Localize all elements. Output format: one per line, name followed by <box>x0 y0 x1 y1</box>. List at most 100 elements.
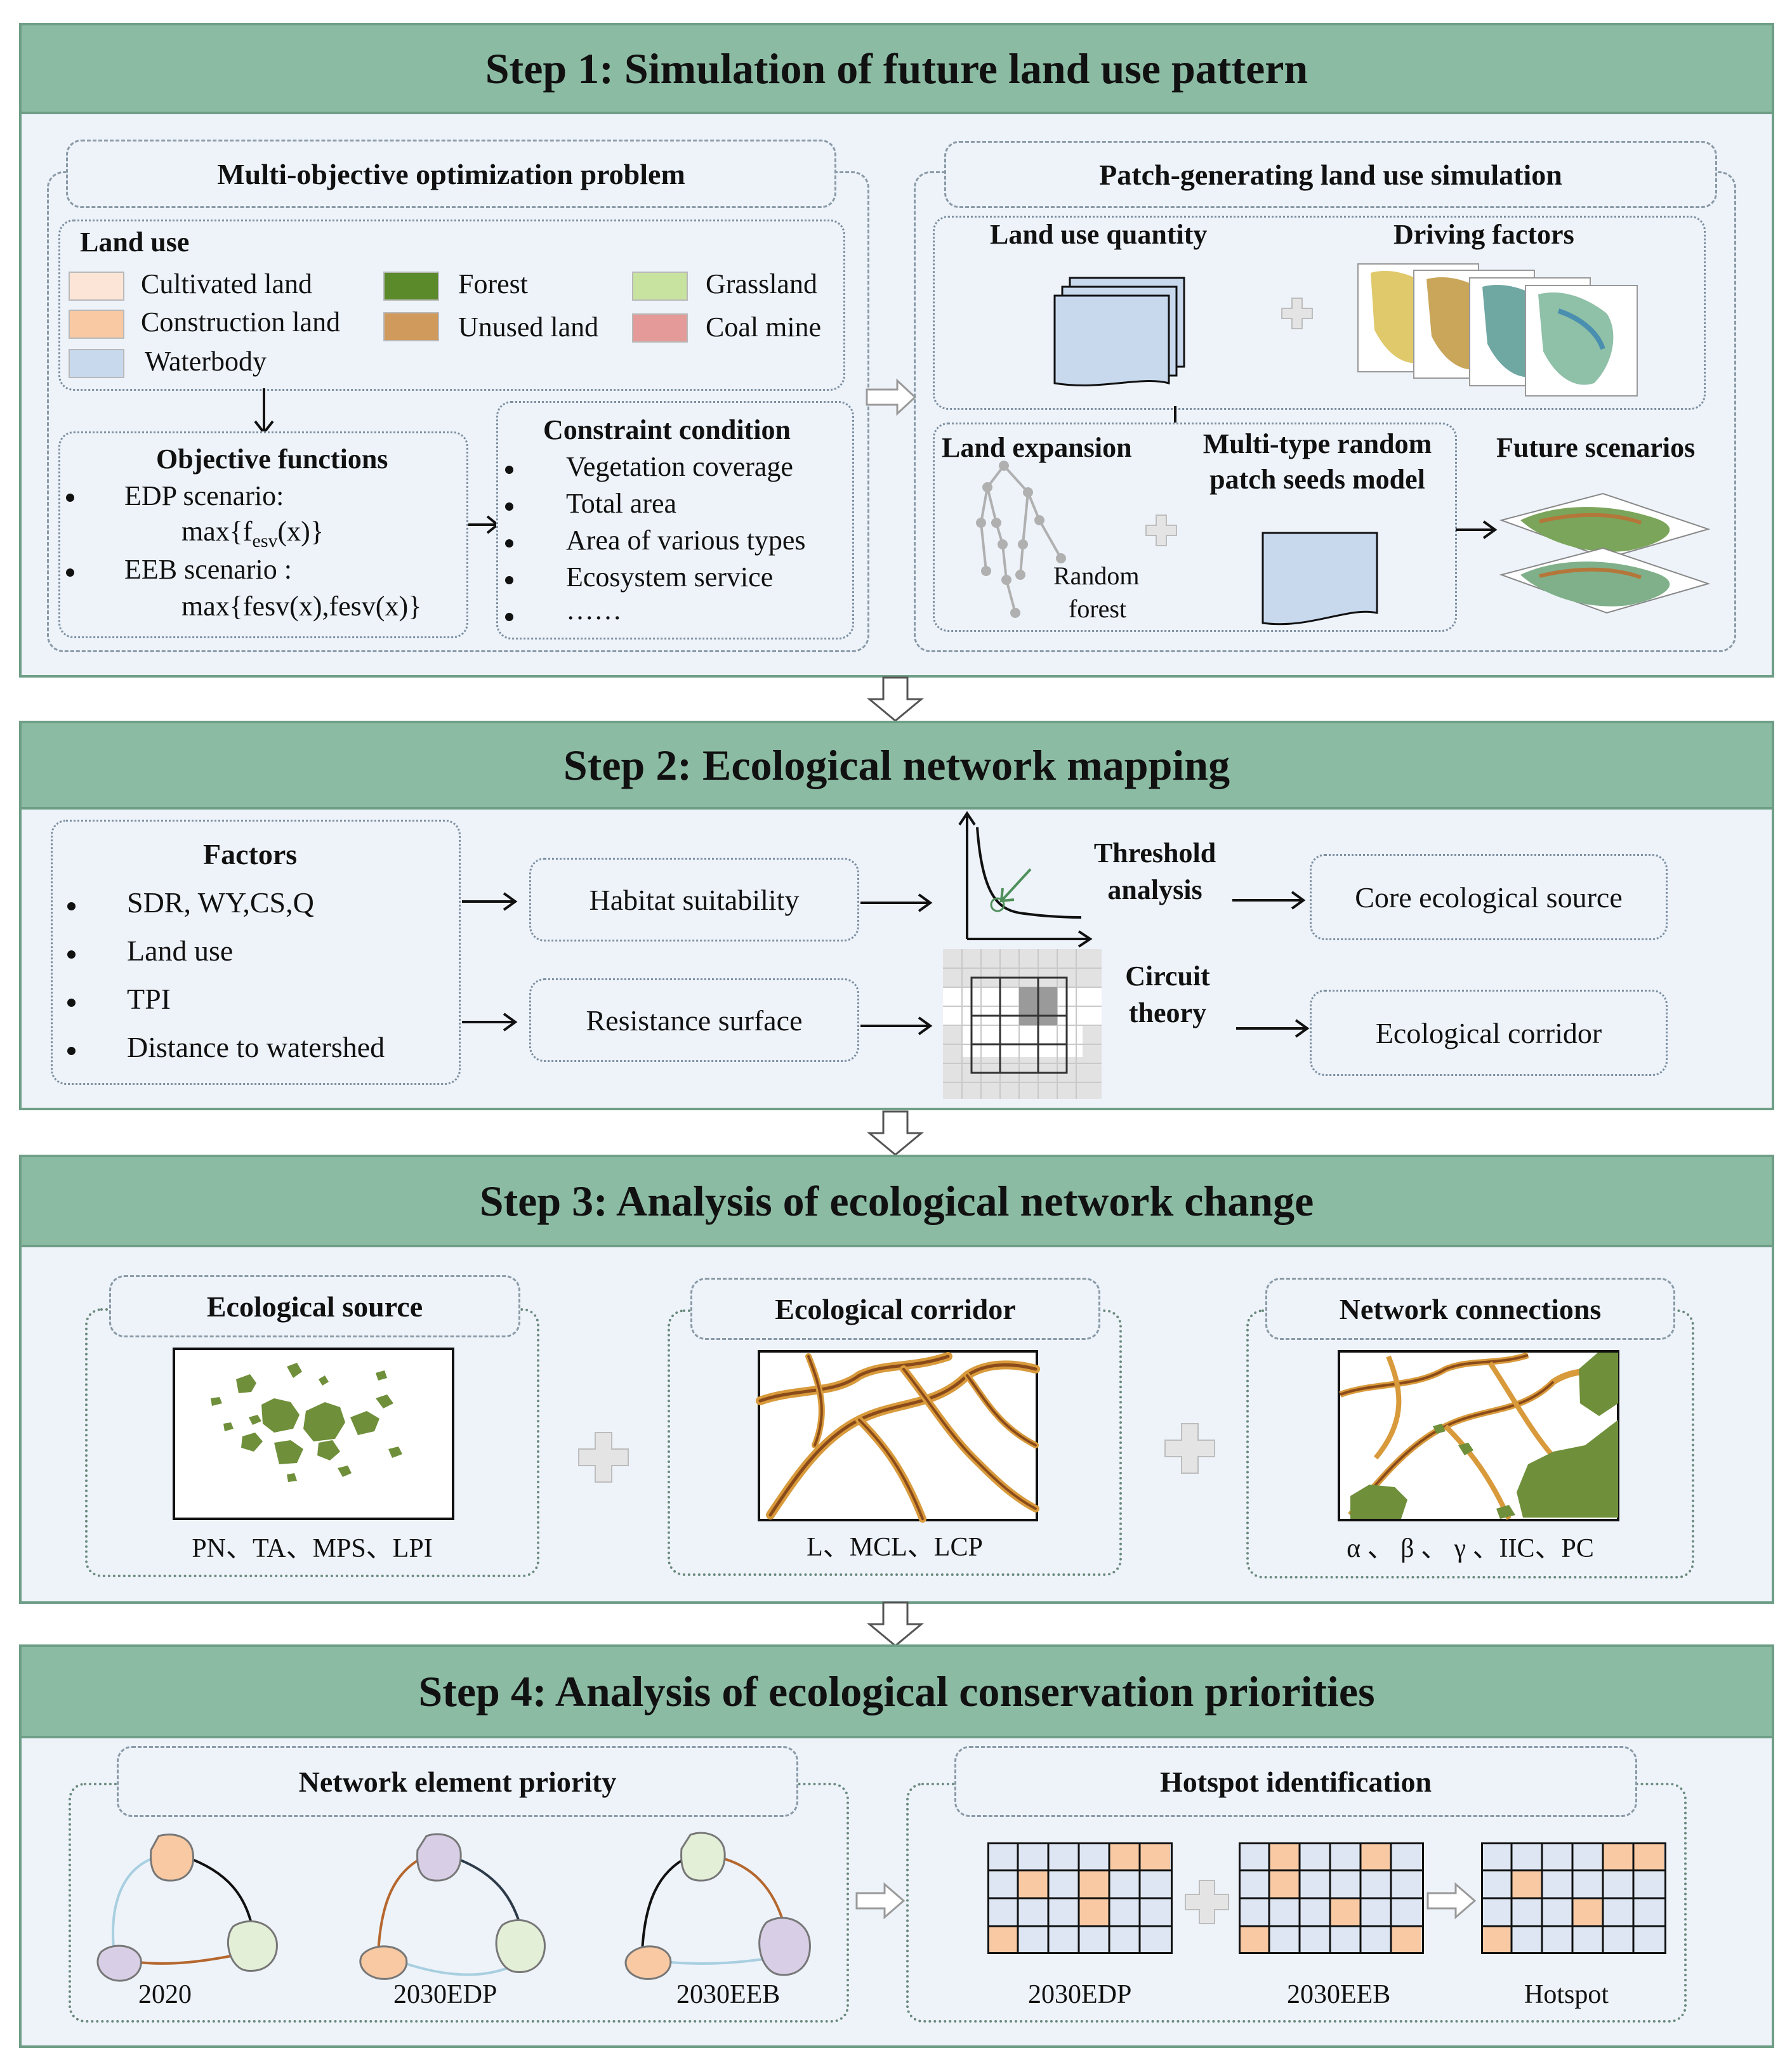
grid-2030eeb <box>1239 1842 1424 1954</box>
arrow-right-icon <box>1236 1019 1310 1038</box>
corridor-box: Ecological corridor <box>1310 990 1668 1076</box>
expansion-label: Land expansion <box>942 432 1132 463</box>
threshold-label-line: Threshold <box>1093 837 1216 869</box>
factor-item: SDR, WY,CS,Q <box>127 886 314 919</box>
priority-graph-2030edp <box>359 1833 546 1980</box>
document-icon <box>1262 532 1378 626</box>
objective-title: Objective functions <box>156 443 388 475</box>
corridor-title: Ecological corridor <box>690 1278 1100 1340</box>
plus-icon <box>1145 515 1177 546</box>
constraint-item: Total area <box>566 488 677 519</box>
arrow-right-icon <box>1232 891 1306 910</box>
threshold-curve-icon <box>958 811 1093 948</box>
bullet <box>505 502 513 511</box>
bullet <box>67 1047 76 1055</box>
source-title: Ecological source <box>109 1275 520 1337</box>
swatch-coal-mine <box>632 313 688 343</box>
arrow-right-icon <box>860 1016 933 1035</box>
edp-formula-sub: esv <box>252 530 278 551</box>
plus-icon <box>578 1432 629 1483</box>
legend-construction: Construction land <box>141 306 341 338</box>
graph-label: 2020 <box>138 1980 192 2009</box>
legend-unused: Unused land <box>458 312 599 343</box>
priority-graph-2020 <box>96 1834 278 1982</box>
seeds-label-line: patch seeds model <box>1209 464 1425 495</box>
circuit-label-line: theory <box>1128 997 1207 1028</box>
element-title: Network element priority <box>117 1746 798 1817</box>
plus-icon <box>1185 1880 1229 1924</box>
factor-item: TPI <box>127 983 171 1015</box>
resistance-box: Resistance surface <box>529 978 859 1062</box>
mop-title: Multi-objective optimization problem <box>66 140 836 208</box>
bullet <box>505 539 513 548</box>
factor-item: Land use <box>127 935 234 967</box>
eeb-label: EEB scenario : <box>124 554 292 585</box>
seeds-label-line: Multi-type random <box>1202 428 1432 459</box>
habitat-box: Habitat suitability <box>529 858 859 941</box>
legend-coal-mine: Coal mine <box>706 312 822 343</box>
document-stack-icon <box>1053 277 1185 386</box>
network-metrics: α 、 β 、 γ 、IIC、PC <box>1347 1534 1594 1563</box>
legend-waterbody: Waterbody <box>145 346 267 377</box>
core-source-box: Core ecological source <box>1310 854 1668 940</box>
grid-2030edp <box>987 1842 1173 1954</box>
edp-label: EDP scenario: <box>124 480 284 511</box>
bullet <box>66 494 74 502</box>
edp-formula: max{fesv(x)} <box>181 515 324 552</box>
factor-item: Distance to watershed <box>127 1031 385 1063</box>
land-use-title: Land use <box>80 226 190 258</box>
swatch-grassland <box>632 272 688 301</box>
random-forest-label: Random <box>1053 561 1140 590</box>
constraint-item: Ecosystem service <box>566 561 774 593</box>
threshold-label-line: analysis <box>1107 874 1202 905</box>
bullet <box>505 576 513 584</box>
eeb-formula: max{fesv(x),fesv(x)} <box>181 591 422 622</box>
arrow-right-icon <box>462 892 518 911</box>
hotspot-title: Hotspot identification <box>954 1746 1637 1817</box>
arrow-right-icon <box>860 893 933 912</box>
constraint-item: Vegetation coverage <box>566 451 793 482</box>
step1-title: Step 1: Simulation of future land use pa… <box>22 25 1772 114</box>
random-forest-label: forest <box>1069 594 1127 623</box>
plus-icon <box>1164 1423 1215 1474</box>
threshold-label: Threshold analysis <box>1079 835 1231 909</box>
bullet <box>67 950 76 959</box>
circuit-label: Circuit theory <box>1091 958 1244 1032</box>
plus-icon <box>1281 298 1313 329</box>
bullet <box>505 466 513 474</box>
constraint-item: …… <box>566 594 622 626</box>
driving-label: Driving factors <box>1393 219 1574 250</box>
grid-label: 2030EEB <box>1287 1980 1391 2009</box>
factors-title: Factors <box>203 838 298 870</box>
hollow-arrow-right-icon <box>866 378 917 416</box>
hollow-arrow-right-icon <box>855 1882 906 1920</box>
edp-formula-pre: max{f <box>181 516 253 547</box>
hollow-arrow-down-icon <box>866 676 925 722</box>
legend-grassland: Grassland <box>706 268 817 299</box>
hollow-arrow-right-icon <box>1426 1882 1477 1920</box>
arrow-right-icon <box>1456 520 1498 539</box>
factors-box <box>51 820 461 1085</box>
priority-graph-2030eeb <box>624 1832 811 1980</box>
bullet <box>67 902 76 910</box>
arrow-right-icon <box>468 515 500 534</box>
circuit-grid-icon <box>943 949 1102 1099</box>
corridor-metrics: L、MCL、LCP <box>807 1533 983 1562</box>
hollow-arrow-down-icon <box>866 1110 925 1156</box>
legend-cultivated: Cultivated land <box>141 268 313 299</box>
bullet <box>505 613 513 621</box>
circuit-label-line: Circuit <box>1125 961 1210 992</box>
constraint-box <box>496 401 854 640</box>
graph-label: 2030EEB <box>676 1980 781 2009</box>
swatch-cultivated <box>69 272 124 301</box>
quantity-label: Land use quantity <box>990 219 1208 250</box>
swatch-construction <box>69 310 124 339</box>
future-scenario-maps-icon <box>1499 492 1711 614</box>
random-forest-tree-icon <box>976 461 1066 618</box>
bullet <box>66 568 74 577</box>
ecological-source-map <box>173 1348 454 1520</box>
driving-maps-icon <box>1357 263 1638 397</box>
future-label: Future scenarios <box>1496 432 1696 463</box>
step4-title: Step 4: Analysis of ecological conservat… <box>22 1647 1772 1738</box>
edp-formula-post: (x)} <box>277 516 324 547</box>
